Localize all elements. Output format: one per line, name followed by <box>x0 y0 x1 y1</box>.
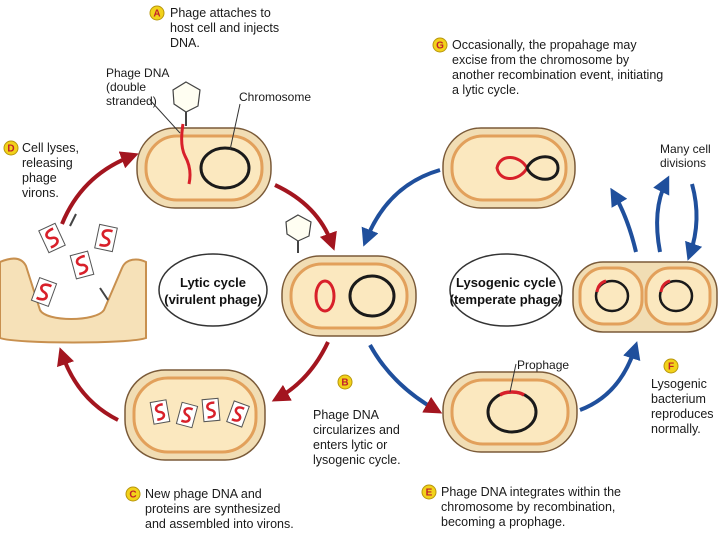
arrow-division-left <box>610 187 638 253</box>
cell-g-excision <box>442 127 576 209</box>
lytic-cycle-subtitle: (virulent phage) <box>164 292 262 307</box>
cell-d-lysed <box>0 213 147 344</box>
svg-text:enters lytic or: enters lytic or <box>313 438 387 452</box>
svg-text:lysogenic cycle.: lysogenic cycle. <box>313 453 401 467</box>
cell-a-phage-attach <box>136 123 272 209</box>
lysogenic-cycle-subtitle: (temperate phage) <box>450 292 563 307</box>
step-c-caption: C New phage DNA and proteins are synthes… <box>125 486 294 531</box>
new-virons-icon <box>149 397 250 429</box>
svg-text:D: D <box>7 144 14 155</box>
step-f-caption: F Lysogenic bacterium reproduces normall… <box>651 358 714 436</box>
step-b-caption: B Phage DNA circularizes and enters lyti… <box>313 374 401 467</box>
svg-text:Prophage: Prophage <box>517 358 569 372</box>
svg-text:Phage DNA: Phage DNA <box>106 66 169 80</box>
svg-text:C: C <box>129 490 136 501</box>
svg-text:becoming a prophage.: becoming a prophage. <box>441 515 565 529</box>
step-e-caption: E Phage DNA integrates within the chromo… <box>421 484 621 529</box>
svg-text:reproduces: reproduces <box>651 407 714 421</box>
svg-text:phage: phage <box>22 171 57 185</box>
prophage-segment-icon <box>659 279 671 293</box>
arrow-b-to-c <box>271 341 330 402</box>
svg-text:(double: (double <box>106 80 146 94</box>
svg-text:Cell lyses,: Cell lyses, <box>22 141 79 155</box>
cell-f-dividing <box>572 261 718 333</box>
cell-e-integration <box>442 371 578 453</box>
chromosome-label: Chromosome <box>229 90 311 151</box>
svg-text:Phage DNA integrates within th: Phage DNA integrates within the <box>441 485 621 499</box>
svg-text:Phage DNA: Phage DNA <box>313 408 380 422</box>
svg-text:host cell and injects: host cell and injects <box>170 21 279 35</box>
attaching-phage-icon <box>172 81 201 126</box>
step-g-caption: G Occasionally, the propahage may excise… <box>432 37 663 97</box>
svg-text:Chromosome: Chromosome <box>239 90 311 104</box>
lytic-cycle-title: Lytic cycle <box>180 275 246 290</box>
svg-text:B: B <box>341 378 348 389</box>
prophage-loop-icon <box>495 156 529 180</box>
svg-text:another recombination event, i: another recombination event, initiating <box>452 68 663 82</box>
lysogenic-arrows <box>361 168 703 414</box>
svg-text:virons.: virons. <box>22 186 59 200</box>
integrated-prophage-icon <box>499 390 525 397</box>
arrow-c-to-d <box>57 347 119 422</box>
svg-text:Many cell: Many cell <box>660 142 711 156</box>
svg-text:Occasionally, the propahage ma: Occasionally, the propahage may <box>452 38 637 52</box>
svg-text:Lysogenic: Lysogenic <box>651 377 707 391</box>
arrow-g-to-b <box>361 168 441 247</box>
svg-text:E: E <box>426 488 433 499</box>
chromosome-icon <box>199 146 251 190</box>
svg-text:excise from the chromosome by: excise from the chromosome by <box>452 53 630 67</box>
svg-text:A: A <box>153 9 160 20</box>
lytic-cycle-label: Lytic cycle (virulent phage) <box>158 253 268 327</box>
phage-dna-label: Phage DNA (double stranded) <box>106 66 181 134</box>
svg-text:F: F <box>668 362 674 373</box>
svg-text:G: G <box>436 41 444 52</box>
chromosome-icon <box>594 279 630 313</box>
arrow-e-to-f <box>579 341 641 412</box>
injected-phage-dna <box>180 123 192 185</box>
cell-b-circularized <box>281 255 417 337</box>
svg-text:divisions: divisions <box>660 156 706 170</box>
arrow-a-to-b <box>274 183 337 251</box>
chromosome-icon <box>348 274 396 318</box>
prophage-segment-icon <box>595 279 607 293</box>
released-virons-icon <box>30 213 118 307</box>
prophage-label: Prophage <box>509 358 569 393</box>
lytic-arrows <box>57 151 337 422</box>
svg-text:stranded): stranded) <box>106 94 157 108</box>
svg-text:bacterium: bacterium <box>651 392 706 406</box>
arrow-b-to-e <box>368 344 443 414</box>
svg-text:proteins are synthesized: proteins are synthesized <box>145 502 281 516</box>
arrow-d-to-a <box>60 151 139 225</box>
svg-text:circularizes and: circularizes and <box>313 423 400 437</box>
svg-text:DNA.: DNA. <box>170 36 200 50</box>
svg-text:normally.: normally. <box>651 422 701 436</box>
svg-text:New phage DNA and: New phage DNA and <box>145 487 262 501</box>
chromosome-icon <box>658 279 694 313</box>
arrow-division-mid <box>653 175 670 253</box>
step-d-caption: D Cell lyses, releasing phage virons. <box>3 140 79 200</box>
svg-text:Phage attaches to: Phage attaches to <box>170 6 271 20</box>
arrow-division-right <box>685 183 703 261</box>
svg-text:and assembled into virons.: and assembled into virons. <box>145 517 294 531</box>
many-divisions-label: Many cell divisions <box>660 142 711 170</box>
lysogenic-cycle-label: Lysogenic cycle (temperate phage) <box>449 253 563 327</box>
lysogenic-cycle-title: Lysogenic cycle <box>456 275 556 290</box>
svg-text:releasing: releasing <box>22 156 73 170</box>
empty-phage-coat-icon <box>285 214 312 253</box>
svg-text:a lytic cycle.: a lytic cycle. <box>452 83 519 97</box>
cell-c-assembly <box>124 369 266 461</box>
chromosome-loop-icon <box>525 155 560 181</box>
step-a-caption: A Phage attaches to host cell and inject… <box>149 5 279 50</box>
circular-phage-dna-icon <box>314 279 336 313</box>
svg-text:chromosome by recombination,: chromosome by recombination, <box>441 500 615 514</box>
